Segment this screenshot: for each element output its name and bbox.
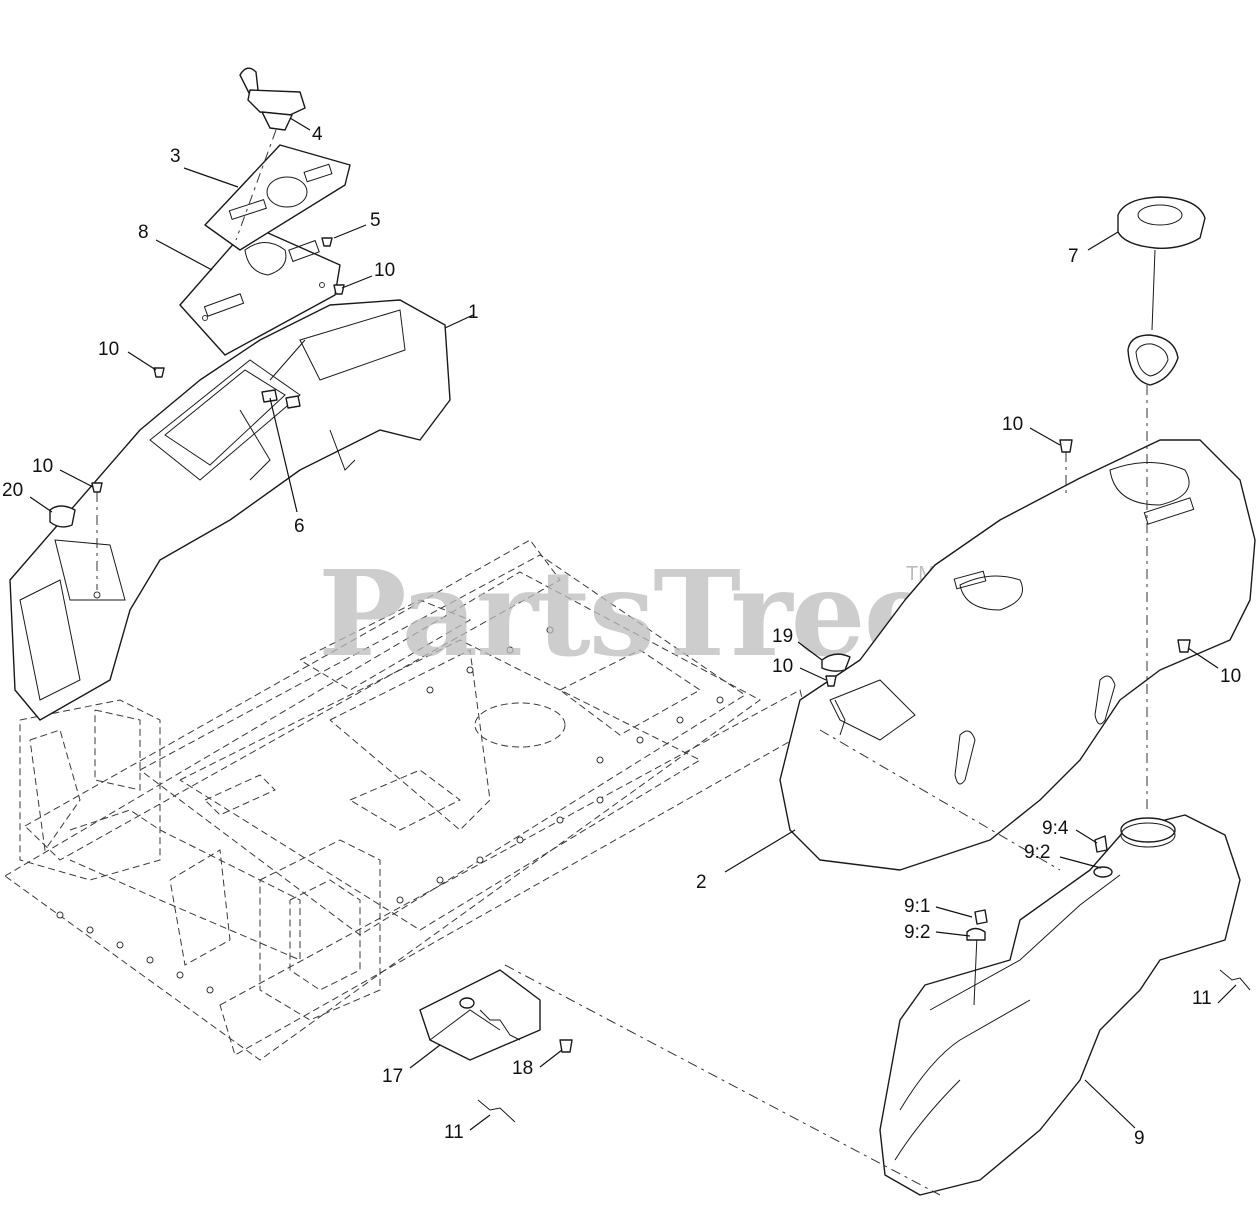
chassis-frame [4,539,811,1061]
callout-10-left-lower: 10 [32,456,53,477]
callout-2: 2 [696,872,707,893]
callout-8: 8 [138,222,149,243]
callout-10-left-upper: 10 [98,339,119,360]
leader-lines [29,117,1237,1131]
callout-20: 20 [2,480,23,501]
callout-9-1: 9:1 [904,896,930,917]
callout-7: 7 [1068,246,1079,267]
callout-9-2-lower: 9:2 [904,922,930,943]
console-fasteners [49,237,345,599]
callout-1: 1 [468,302,479,323]
part-front-console [9,299,451,721]
callout-labels: 1 2 3 4 5 6 7 8 9 9:1 9:2 9:2 9:4 10 10 … [2,124,1241,1149]
part-lever-knob [235,67,306,241]
callout-9-2-upper: 9:2 [1024,842,1050,863]
callout-6: 6 [294,516,305,537]
callout-17: 17 [382,1066,403,1087]
frame-holes [56,626,724,994]
callout-11-right: 11 [1192,988,1212,1009]
callout-9: 9 [1134,1128,1145,1149]
callout-18: 18 [512,1058,533,1079]
callout-3: 3 [170,146,181,167]
small-parts [477,439,1251,1196]
callout-10-top: 10 [374,260,395,281]
part-rear-fender [779,439,1256,871]
part-fuel-cap [1117,196,1206,810]
callout-19: 19 [772,626,793,647]
callout-10-fender-top: 10 [1002,414,1023,435]
callout-4: 4 [312,124,323,145]
callout-10-fender-left: 10 [772,656,793,677]
part-bracket [419,969,573,1061]
callout-10-fender-right: 10 [1220,666,1241,687]
part-fuel-tank [879,814,1241,1196]
callout-11-bottom: 11 [444,1122,464,1143]
part-decal [204,144,351,251]
callout-9-4: 9:4 [1042,818,1069,839]
callout-5: 5 [370,210,381,231]
